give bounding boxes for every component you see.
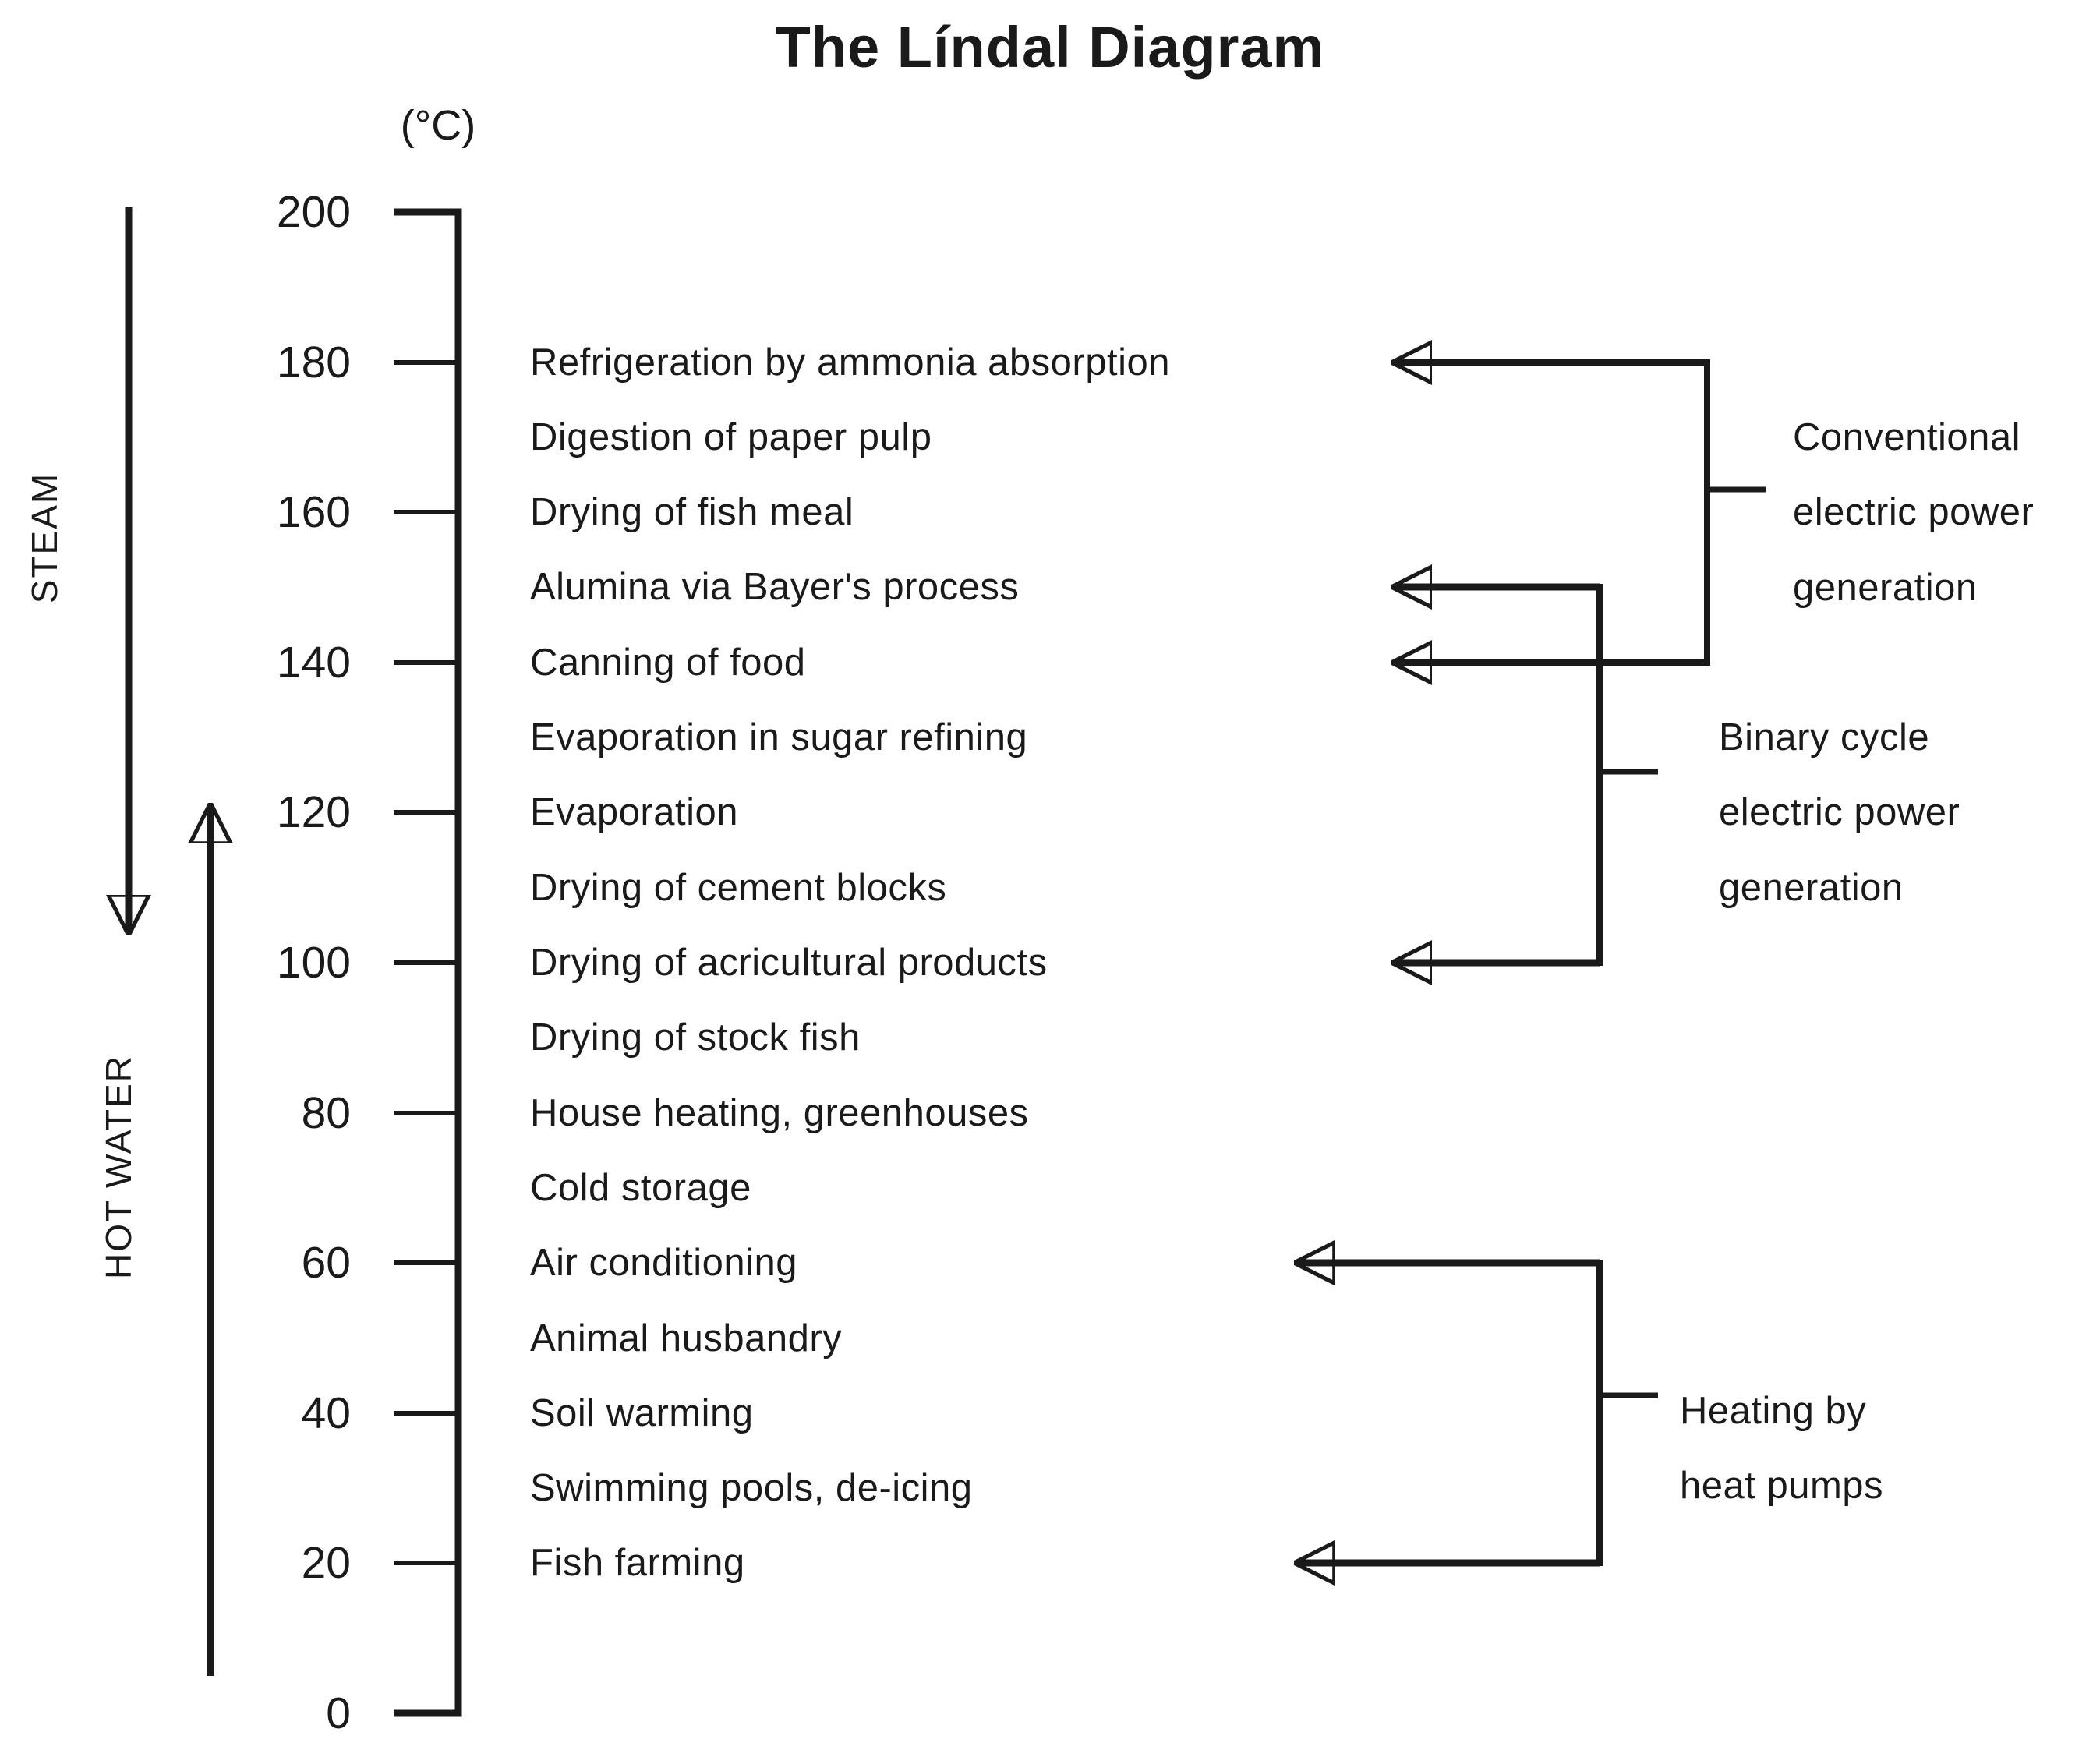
application-label: Digestion of paper pulp xyxy=(530,416,932,458)
application-label: Alumina via Bayer's process xyxy=(530,566,1020,608)
application-label: Drying of stock fish xyxy=(530,1016,861,1059)
binary-cycle-label-line: generation xyxy=(1719,867,1904,909)
heat-pumps-label-line: Heating by xyxy=(1680,1390,1867,1432)
application-label: Evaporation in sugar refining xyxy=(530,716,1028,758)
conventional-electric-label-line: Conventional xyxy=(1793,416,2021,458)
conventional-electric-label-line: electric power xyxy=(1793,491,2035,533)
application-label: Drying of fish meal xyxy=(530,491,854,533)
application-label: Soil warming xyxy=(530,1392,754,1434)
conventional-electric-label-line: generation xyxy=(1793,567,1978,609)
application-label: Fish farming xyxy=(530,1542,745,1584)
axis-unit-label: (°C) xyxy=(400,102,476,149)
tick-label-100: 100 xyxy=(276,938,351,988)
tick-label-180: 180 xyxy=(276,338,351,387)
application-label: Canning of food xyxy=(530,642,806,684)
application-label: Refrigeration by ammonia absorption xyxy=(530,341,1170,384)
tick-label-20: 20 xyxy=(301,1538,351,1588)
application-label: Animal husbandry xyxy=(530,1317,843,1359)
application-label: House heating, greenhouses xyxy=(530,1092,1029,1134)
application-label: Drying of acricultural products xyxy=(530,942,1048,984)
binary-cycle-label-line: Binary cycle xyxy=(1719,716,1930,758)
tick-label-80: 80 xyxy=(301,1088,351,1138)
diagram-title: The Líndal Diagram xyxy=(775,15,1325,80)
application-label: Evaporation xyxy=(530,791,739,833)
heat-pumps-label-line: heat pumps xyxy=(1680,1465,1884,1507)
application-label: Air conditioning xyxy=(530,1242,798,1284)
tick-label-200: 200 xyxy=(276,187,351,237)
tick-label-60: 60 xyxy=(301,1238,351,1288)
tick-label-40: 40 xyxy=(301,1388,351,1438)
tick-label-140: 140 xyxy=(276,638,351,688)
tick-label-120: 120 xyxy=(276,787,351,837)
tick-label-160: 160 xyxy=(276,487,351,537)
application-label: Swimming pools, de-icing xyxy=(530,1467,973,1509)
tick-label-0: 0 xyxy=(326,1688,351,1738)
application-label: Cold storage xyxy=(530,1167,751,1209)
binary-cycle-label-line: electric power xyxy=(1719,791,1960,833)
application-label: Drying of cement blocks xyxy=(530,867,947,909)
